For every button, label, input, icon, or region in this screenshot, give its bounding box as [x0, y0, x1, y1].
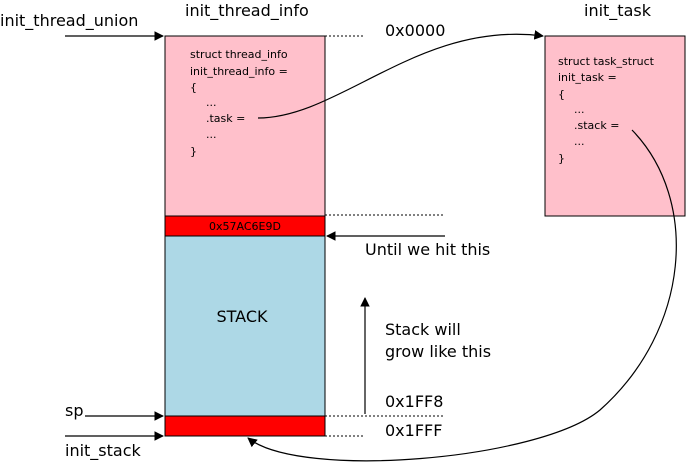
- grow-label-line1: Stack will: [385, 320, 461, 339]
- init-thread-info-label: init_thread_info: [185, 1, 309, 21]
- addr-1fff-label: 0x1FFF: [385, 421, 442, 440]
- thread-info-code-line3: {: [190, 81, 197, 94]
- thread-info-code-line2: init_thread_info =: [190, 65, 288, 78]
- stack-label: STACK: [216, 307, 268, 326]
- thread-info-code-line7: }: [190, 145, 197, 158]
- task-code-line7: }: [558, 152, 565, 165]
- init-thread-union-label: init_thread_union: [0, 11, 138, 31]
- task-code-line2: init_task =: [558, 71, 617, 84]
- task-pointer-arrow: [257, 30, 544, 119]
- thread-info-box: [164, 35, 326, 217]
- addr-1ff8-label: 0x1FF8: [385, 392, 443, 411]
- task-code-line3: {: [558, 88, 565, 101]
- thread-info-code-line1: struct thread_info: [190, 48, 288, 61]
- grow-label-line2: grow like this: [385, 342, 491, 361]
- init-stack-label: init_stack: [65, 441, 142, 461]
- task-code-line5: .stack =: [574, 119, 619, 132]
- init-task-label: init_task: [584, 1, 652, 21]
- thread-info-code-line6: ...: [206, 128, 217, 141]
- task-code-line6: ...: [574, 135, 585, 148]
- sp-label: sp: [65, 401, 84, 420]
- thread-info-code-line4: ...: [206, 96, 217, 109]
- stack-region: [164, 235, 326, 417]
- task-code-line1: struct task_struct: [558, 55, 655, 68]
- task-box: [544, 35, 686, 217]
- magic-number-label: 0x57AC6E9D: [209, 220, 281, 233]
- addr-0000-label: 0x0000: [385, 21, 445, 40]
- until-hit-label: Until we hit this: [365, 240, 490, 259]
- thread-info-code-line5: .task =: [206, 112, 245, 125]
- task-code-line4: ...: [574, 103, 585, 116]
- stack-pointer-arrow: [247, 129, 677, 462]
- stack-end-band: [164, 415, 326, 437]
